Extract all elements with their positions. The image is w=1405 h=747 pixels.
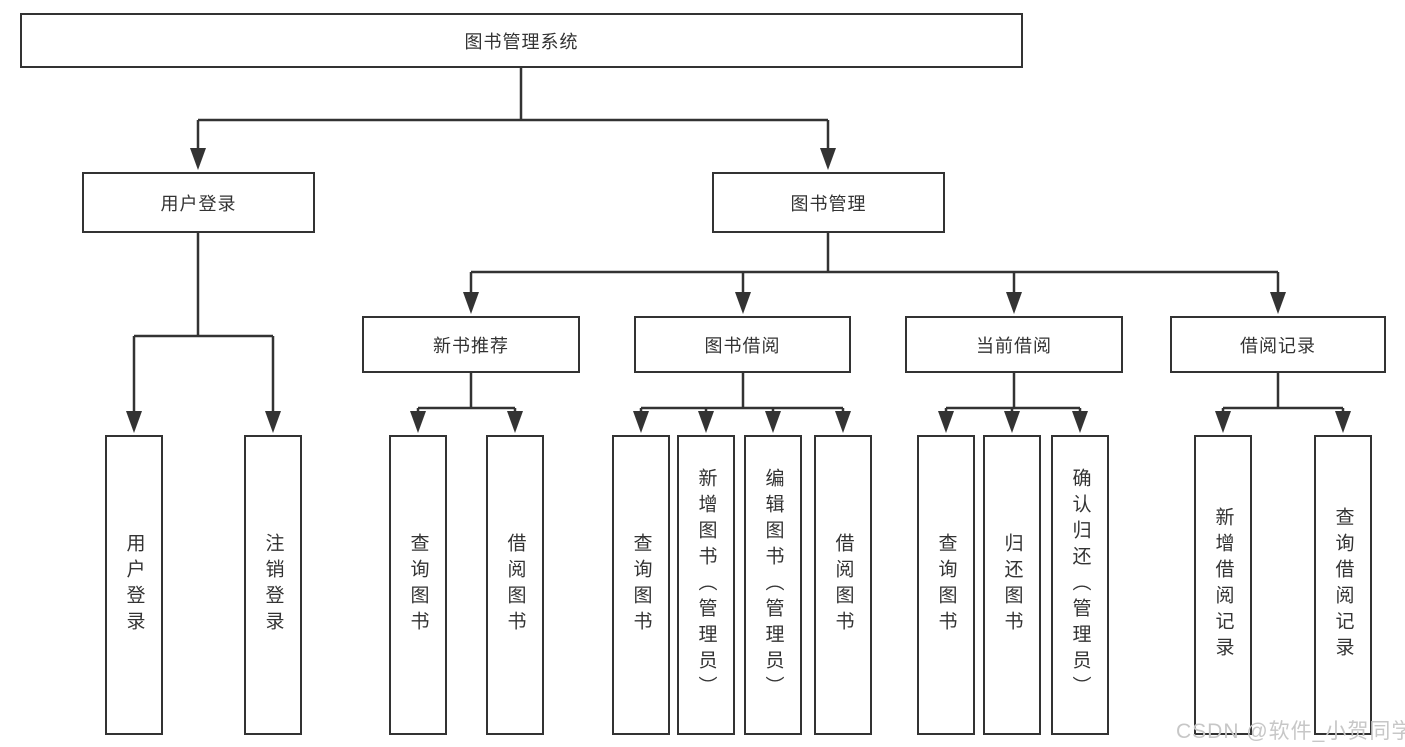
node-new-book-recommend-label: 新书推荐: [433, 335, 509, 356]
leaf-query-borrow-record-label: 查询借阅记录: [1332, 507, 1354, 663]
node-root-label: 图书管理系统: [464, 31, 579, 52]
leaf-logout-label: 注销登录: [262, 533, 284, 637]
leaf-add-book-admin-label: 新增图书（管理员）: [695, 468, 717, 702]
node-book-borrow: 图书借阅: [634, 316, 851, 373]
leaf-recommend-query-book-label: 查询图书: [407, 533, 429, 637]
leaf-current-query-book-label: 查询图书: [935, 533, 957, 637]
leaf-recommend-borrow-book-label: 借阅图书: [504, 533, 526, 637]
leaf-return-book-label: 归还图书: [1001, 533, 1023, 637]
node-new-book-recommend: 新书推荐: [362, 316, 580, 373]
node-book-management-label: 图书管理: [790, 193, 867, 214]
leaf-user-login: 用户登录: [105, 435, 163, 735]
node-current-borrow-label: 当前借阅: [976, 335, 1052, 356]
leaf-return-book: 归还图书: [983, 435, 1041, 735]
leaf-confirm-return-admin-label: 确认归还（管理员）: [1069, 468, 1091, 702]
leaf-borrow-query-book-label: 查询图书: [630, 533, 652, 637]
leaf-borrow-query-book: 查询图书: [612, 435, 670, 735]
node-book-borrow-label: 图书借阅: [704, 335, 781, 356]
node-root: 图书管理系统: [20, 13, 1023, 68]
node-borrow-record-label: 借阅记录: [1240, 335, 1316, 356]
leaf-add-borrow-record-label: 新增借阅记录: [1212, 507, 1234, 663]
watermark: CSDN @软件_小贺同学: [1176, 720, 1405, 743]
leaf-query-borrow-record: 查询借阅记录: [1314, 435, 1372, 735]
leaf-current-query-book: 查询图书: [917, 435, 975, 735]
leaf-edit-book-admin: 编辑图书（管理员）: [744, 435, 802, 735]
node-borrow-record: 借阅记录: [1170, 316, 1386, 373]
leaf-recommend-borrow-book: 借阅图书: [486, 435, 544, 735]
node-book-management: 图书管理: [712, 172, 945, 233]
leaf-edit-book-admin-label: 编辑图书（管理员）: [762, 468, 784, 702]
leaf-add-borrow-record: 新增借阅记录: [1194, 435, 1252, 735]
leaf-add-book-admin: 新增图书（管理员）: [677, 435, 735, 735]
leaf-user-login-label: 用户登录: [123, 533, 145, 637]
leaf-logout: 注销登录: [244, 435, 302, 735]
node-current-borrow: 当前借阅: [905, 316, 1123, 373]
leaf-borrow-book-label: 借阅图书: [832, 533, 854, 637]
leaf-borrow-book: 借阅图书: [814, 435, 872, 735]
node-user-login: 用户登录: [82, 172, 315, 233]
leaf-confirm-return-admin: 确认归还（管理员）: [1051, 435, 1109, 735]
leaf-recommend-query-book: 查询图书: [389, 435, 447, 735]
node-user-login-label: 用户登录: [160, 193, 237, 214]
